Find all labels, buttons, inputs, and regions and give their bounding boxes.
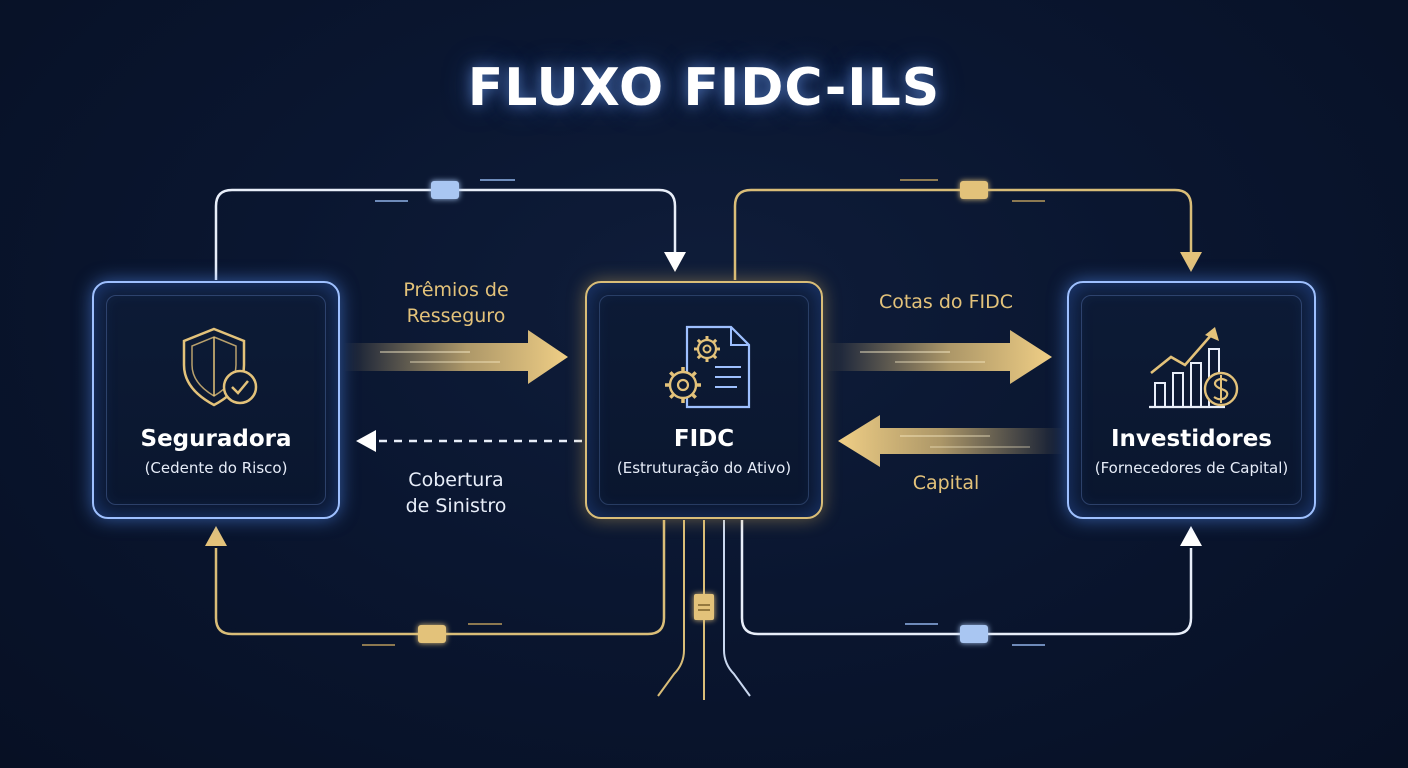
loop-seguradora-to-fidc bbox=[214, 188, 677, 280]
node-subtitle: (Cedente do Risco) bbox=[144, 459, 288, 477]
shield-check-icon bbox=[182, 327, 258, 407]
flow-label-line: Resseguro bbox=[406, 305, 506, 327]
growth-chart-dollar-icon bbox=[1149, 327, 1239, 409]
loop-fidc-to-seguradora bbox=[214, 520, 666, 636]
loop-fidc-to-investidores bbox=[733, 188, 1193, 280]
data-chip bbox=[960, 625, 988, 643]
document-chip bbox=[694, 594, 714, 620]
node-title: Seguradora bbox=[140, 426, 292, 452]
flow-label-line: Prêmios de bbox=[403, 279, 509, 301]
flow-label-premios: Prêmios de Resseguro bbox=[376, 277, 536, 329]
loop-arrowhead-up-investidores bbox=[1180, 526, 1202, 546]
node-fidc: FIDC (Estruturação do Ativo) bbox=[585, 281, 823, 519]
flow-label-cotas: Cotas do FIDC bbox=[878, 291, 1014, 313]
node-inner-frame bbox=[599, 295, 809, 505]
loop-arrowhead-down-fidc bbox=[664, 252, 686, 272]
document-gears-icon bbox=[665, 325, 751, 409]
node-subtitle: (Fornecedores de Capital) bbox=[1094, 459, 1289, 477]
node-investidores: Investidores (Fornecedores de Capital) bbox=[1067, 281, 1316, 519]
flow-label-line: Cobertura bbox=[408, 469, 504, 491]
flow-label-cobertura: Cobertura de Sinistro bbox=[376, 467, 536, 519]
loop-arrowhead-up-seguradora bbox=[205, 526, 227, 546]
arrow-cobertura-head bbox=[356, 430, 376, 452]
loop-fidc-to-investidores-bottom bbox=[740, 520, 1193, 636]
data-chip bbox=[431, 181, 459, 199]
trunk-line-white-right bbox=[723, 520, 751, 697]
trunk-line-gold-left bbox=[657, 520, 685, 697]
arrow-capital bbox=[838, 415, 1064, 467]
flow-label-capital: Capital bbox=[912, 472, 980, 494]
loop-arrowhead-down-investidores bbox=[1180, 252, 1202, 272]
node-inner-frame bbox=[1081, 295, 1302, 505]
node-seguradora: Seguradora (Cedente do Risco) bbox=[92, 281, 340, 519]
data-chip bbox=[960, 181, 988, 199]
node-subtitle: (Estruturação do Ativo) bbox=[616, 459, 792, 477]
flow-label-line: de Sinistro bbox=[405, 495, 507, 517]
data-chip bbox=[418, 625, 446, 643]
arrow-cotas bbox=[826, 330, 1052, 384]
node-title: FIDC bbox=[673, 426, 735, 452]
arrow-premios bbox=[343, 330, 568, 384]
node-title: Investidores bbox=[1111, 426, 1272, 452]
diagram-title: FLUXO FIDC-ILS bbox=[467, 58, 941, 118]
node-inner-frame bbox=[106, 295, 326, 505]
